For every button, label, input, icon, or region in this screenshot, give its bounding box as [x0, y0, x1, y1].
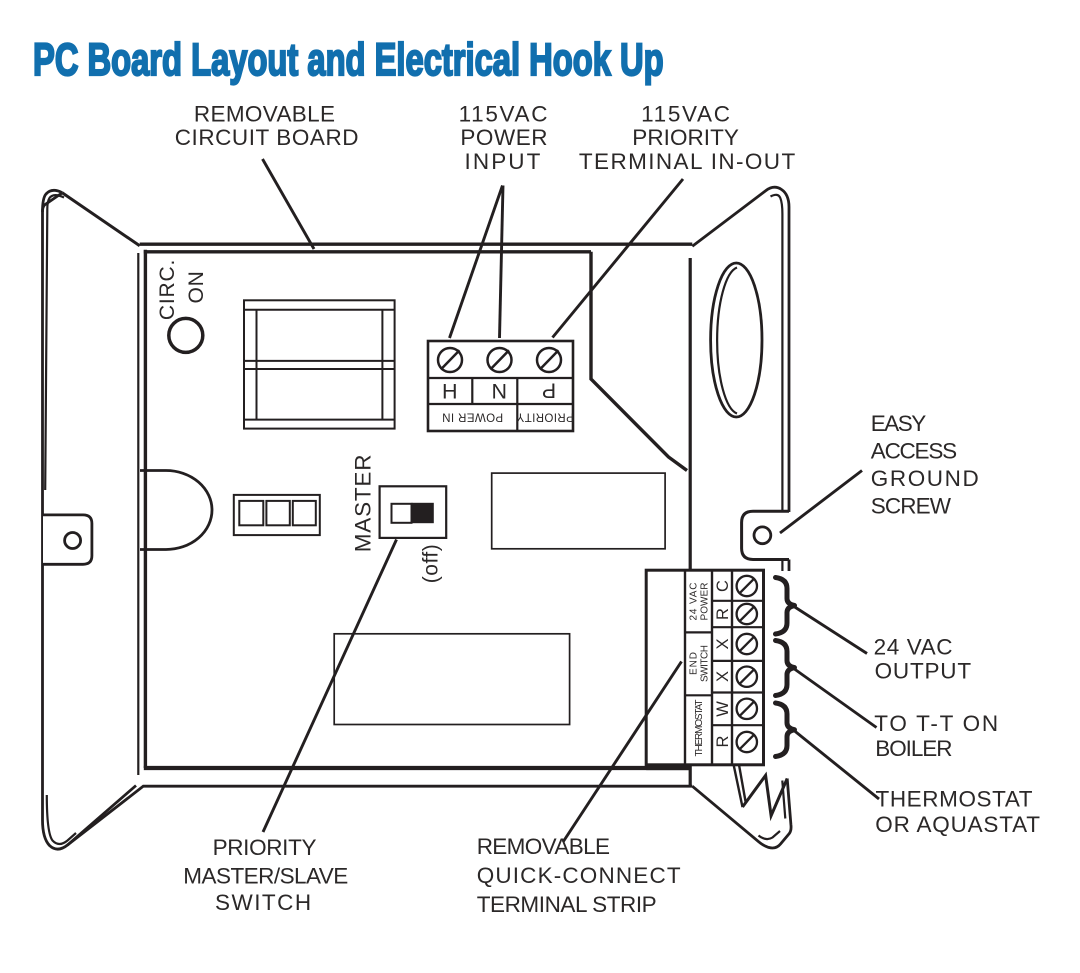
svg-text:INPUT: INPUT	[465, 149, 541, 174]
svg-text:PRIORITY: PRIORITY	[632, 125, 739, 150]
svg-text:H: H	[442, 380, 458, 404]
svg-text:TERMINAL STRIP: TERMINAL STRIP	[477, 892, 657, 917]
svg-text:REMOVABLE: REMOVABLE	[194, 102, 335, 127]
svg-text:P: P	[542, 379, 556, 403]
svg-text:CIRCUIT BOARD: CIRCUIT BOARD	[175, 125, 359, 150]
svg-text:R: R	[714, 735, 732, 747]
svg-text:W: W	[714, 701, 732, 717]
svg-text:BOILER: BOILER	[875, 736, 952, 761]
svg-text:C: C	[714, 580, 732, 592]
svg-text:PC Board Layout and Electrical: PC Board Layout and Electrical Hook Up	[33, 35, 664, 85]
svg-text:OUTPUT: OUTPUT	[875, 658, 972, 683]
svg-text:R: R	[714, 608, 732, 620]
svg-text:SCREW: SCREW	[871, 493, 952, 518]
svg-text:REMOVABLE: REMOVABLE	[477, 834, 610, 859]
svg-text:ON: ON	[185, 270, 208, 303]
svg-text:OR AQUASTAT: OR AQUASTAT	[875, 812, 1040, 837]
svg-text:SWITCH: SWITCH	[699, 645, 710, 682]
svg-text:PRIORITY: PRIORITY	[213, 835, 317, 860]
svg-text:PRIORITY: PRIORITY	[516, 410, 574, 422]
svg-text:X: X	[714, 671, 732, 682]
svg-text:EASY: EASY	[871, 411, 927, 436]
svg-text:ACCESS: ACCESS	[871, 438, 957, 463]
svg-text:(off): (off)	[420, 544, 443, 583]
svg-text:SWITCH: SWITCH	[215, 890, 311, 915]
svg-text:CIRC.: CIRC.	[156, 259, 179, 320]
svg-text:MASTER/SLAVE: MASTER/SLAVE	[183, 863, 348, 888]
svg-text:TERMINAL IN-OUT: TERMINAL IN-OUT	[579, 149, 796, 174]
svg-text:THERMOSTAT: THERMOSTAT	[694, 700, 705, 757]
svg-text:END: END	[688, 652, 699, 675]
svg-text:24 VAC: 24 VAC	[688, 583, 699, 621]
svg-text:24 VAC: 24 VAC	[874, 635, 953, 660]
svg-text:POWER: POWER	[460, 125, 547, 150]
svg-text:115VAC: 115VAC	[641, 102, 730, 127]
svg-text:115VAC: 115VAC	[459, 102, 548, 127]
svg-text:X: X	[714, 638, 732, 649]
svg-text:MASTER: MASTER	[350, 454, 375, 553]
svg-text:GROUND: GROUND	[871, 466, 979, 491]
svg-text:POWER IN: POWER IN	[442, 410, 503, 422]
svg-text:POWER: POWER	[699, 583, 710, 621]
svg-text:N: N	[491, 380, 507, 404]
svg-text:THERMOSTAT: THERMOSTAT	[876, 787, 1033, 812]
svg-text:TO T-T ON: TO T-T ON	[874, 711, 998, 736]
